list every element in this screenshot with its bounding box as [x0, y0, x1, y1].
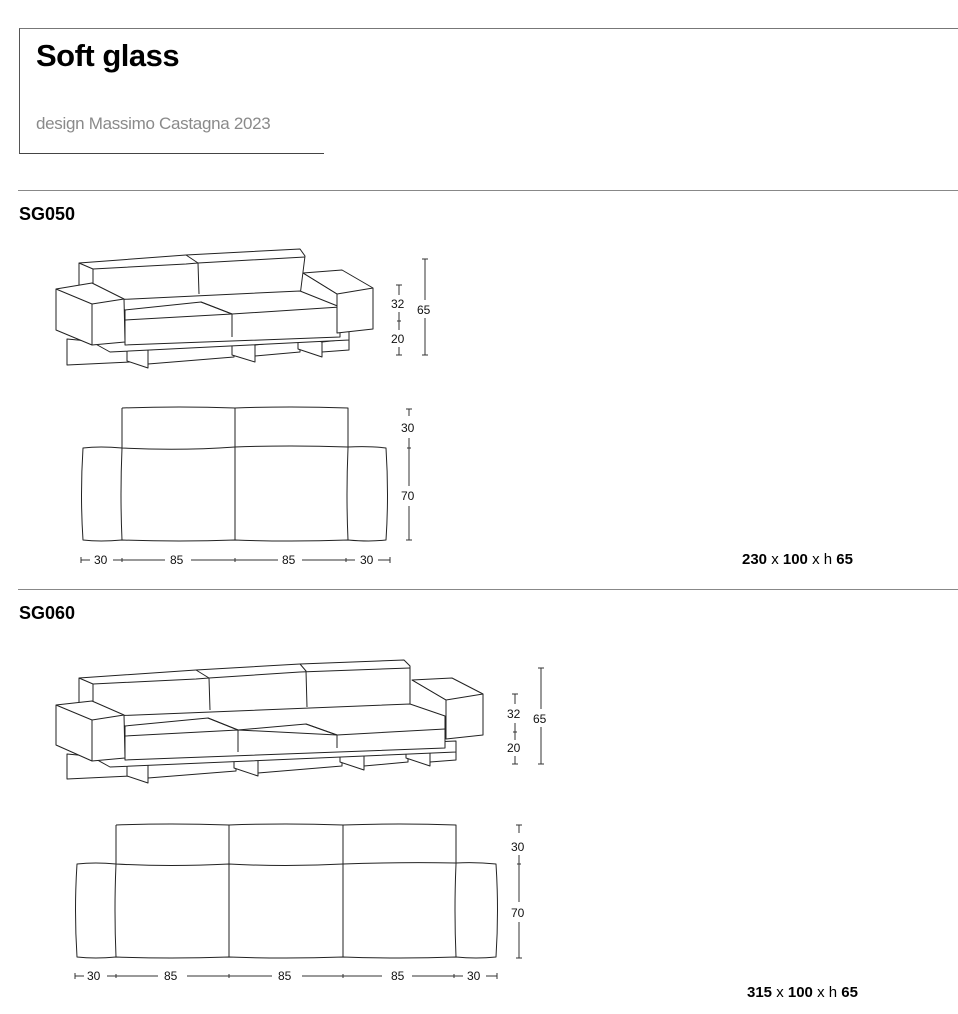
back-depth-label: 30 [511, 840, 525, 854]
width-label-seat-3: 85 [391, 969, 405, 983]
seat-height-label: 20 [391, 332, 405, 346]
total-height-label: 65 [417, 303, 431, 317]
seat-depth-label: 70 [401, 489, 415, 503]
seat-height-label: 20 [507, 741, 521, 755]
overall-dimensions: 315 x 100 x h 65 [747, 984, 858, 1001]
overall-depth: 100 [782, 551, 808, 568]
width-label-arm-right: 30 [467, 969, 481, 983]
width-label-seat-1: 85 [164, 969, 178, 983]
overall-height: 65 [841, 984, 858, 1001]
width-label-seat-2: 85 [282, 553, 296, 567]
section-divider [18, 190, 958, 191]
back-height-label: 32 [391, 297, 405, 311]
page-title: Soft glass [36, 38, 180, 73]
overall-dimensions: 230 x 100 x h 65 [742, 551, 853, 568]
total-height-label: 65 [533, 712, 547, 726]
width-label-arm-left: 30 [94, 553, 108, 567]
overall-depth: 100 [787, 984, 813, 1001]
section-divider [18, 589, 958, 590]
back-depth-label: 30 [401, 421, 415, 435]
back-height-label: 32 [507, 707, 521, 721]
overall-width: 230 [742, 551, 768, 568]
dim-separator: x h [817, 984, 838, 1001]
width-label-seat-2: 85 [278, 969, 292, 983]
overall-width: 315 [747, 984, 773, 1001]
title-box [19, 28, 324, 154]
designer-credit: design Massimo Castagna 2023 [36, 114, 271, 133]
width-label-arm-left: 30 [87, 969, 101, 983]
dim-separator: x [776, 984, 784, 1001]
overall-height: 65 [836, 551, 853, 568]
product-code: SG060 [19, 603, 76, 623]
product-code: SG050 [19, 204, 76, 224]
width-label-seat-1: 85 [170, 553, 184, 567]
dim-separator: x h [812, 551, 833, 568]
title-rule [323, 28, 958, 29]
seat-depth-label: 70 [511, 906, 525, 920]
width-label-arm-right: 30 [360, 553, 374, 567]
dim-separator: x [771, 551, 779, 568]
